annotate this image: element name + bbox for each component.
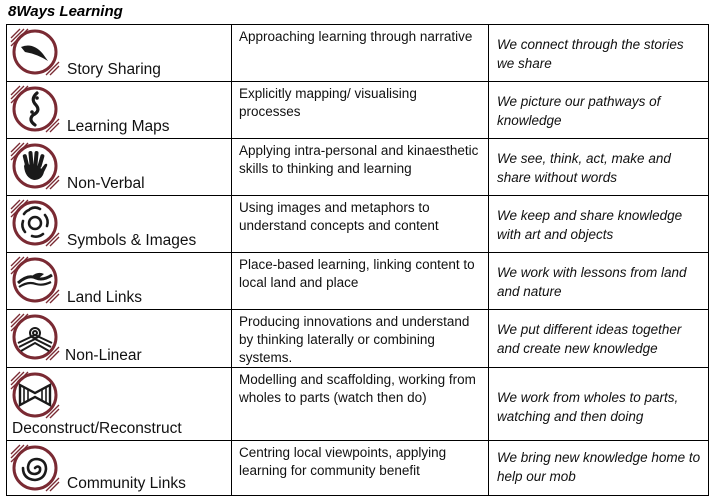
way-name: Community Links bbox=[67, 475, 186, 492]
way-name: Land Links bbox=[67, 289, 142, 306]
table-row: Land Links Place-based learning, linking… bbox=[6, 252, 709, 310]
table-row: Symbols & Images Using images and metaph… bbox=[6, 195, 709, 253]
way-approach: Centring local viewpoints, applying lear… bbox=[231, 440, 489, 496]
spiral-icon bbox=[10, 444, 60, 492]
way-statement: We connect through the stories we share bbox=[488, 24, 709, 82]
boomerang-icon bbox=[10, 28, 60, 76]
way-cell: Symbols & Images bbox=[6, 195, 232, 253]
way-name: Non-Linear bbox=[65, 347, 142, 364]
way-name: Non-Verbal bbox=[67, 175, 145, 192]
way-statement: We picture our pathways of knowledge bbox=[488, 81, 709, 139]
page-title: 8Ways Learning bbox=[8, 3, 123, 20]
table-row: Learning Maps Explicitly mapping/ visual… bbox=[6, 81, 709, 139]
table-row: Deconstruct/Reconstruct Modelling and sc… bbox=[6, 367, 709, 441]
way-statement: We work from wholes to parts, watching a… bbox=[488, 367, 709, 441]
way-statement: We put different ideas together and crea… bbox=[488, 309, 709, 368]
way-approach: Explicitly mapping/ visualising processe… bbox=[231, 81, 489, 139]
concentric-chevron-icon bbox=[10, 313, 60, 361]
way-name: Symbols & Images bbox=[67, 232, 197, 249]
way-statement: We bring new knowledge home to help our … bbox=[488, 440, 709, 496]
way-cell: Story Sharing bbox=[6, 24, 232, 82]
table-row: Community Links Centring local viewpoint… bbox=[6, 440, 709, 496]
circle-symbols-icon bbox=[10, 199, 60, 247]
way-cell: Deconstruct/Reconstruct bbox=[6, 367, 232, 441]
way-name: Deconstruct/Reconstruct bbox=[12, 420, 182, 437]
way-cell: Non-Verbal bbox=[6, 138, 232, 196]
way-approach: Modelling and scaffolding, working from … bbox=[231, 367, 489, 441]
way-cell: Community Links bbox=[6, 440, 232, 496]
hand-icon bbox=[10, 142, 60, 190]
way-approach: Approaching learning through narrative bbox=[231, 24, 489, 82]
table-row: Non-Verbal Applying intra-personal and k… bbox=[6, 138, 709, 196]
winding-path-icon bbox=[10, 85, 60, 133]
way-name: Learning Maps bbox=[67, 118, 170, 135]
eight-ways-table: Story Sharing Approaching learning throu… bbox=[6, 24, 709, 496]
way-approach: Using images and metaphors to understand… bbox=[231, 195, 489, 253]
way-approach: Producing innovations and understand by … bbox=[231, 309, 489, 368]
way-approach: Place-based learning, linking content to… bbox=[231, 252, 489, 310]
table-row: Non-Linear Producing innovations and und… bbox=[6, 309, 709, 368]
table-row: Story Sharing Approaching learning throu… bbox=[6, 24, 709, 82]
way-statement: We work with lessons from land and natur… bbox=[488, 252, 709, 310]
bowtie-icon bbox=[10, 371, 60, 419]
way-cell: Land Links bbox=[6, 252, 232, 310]
way-approach: Applying intra-personal and kinaesthetic… bbox=[231, 138, 489, 196]
land-wave-icon bbox=[10, 256, 60, 304]
way-statement: We see, think, act, make and share witho… bbox=[488, 138, 709, 196]
way-name: Story Sharing bbox=[67, 61, 161, 78]
way-cell: Non-Linear bbox=[6, 309, 232, 368]
way-statement: We keep and share knowledge with art and… bbox=[488, 195, 709, 253]
way-cell: Learning Maps bbox=[6, 81, 232, 139]
